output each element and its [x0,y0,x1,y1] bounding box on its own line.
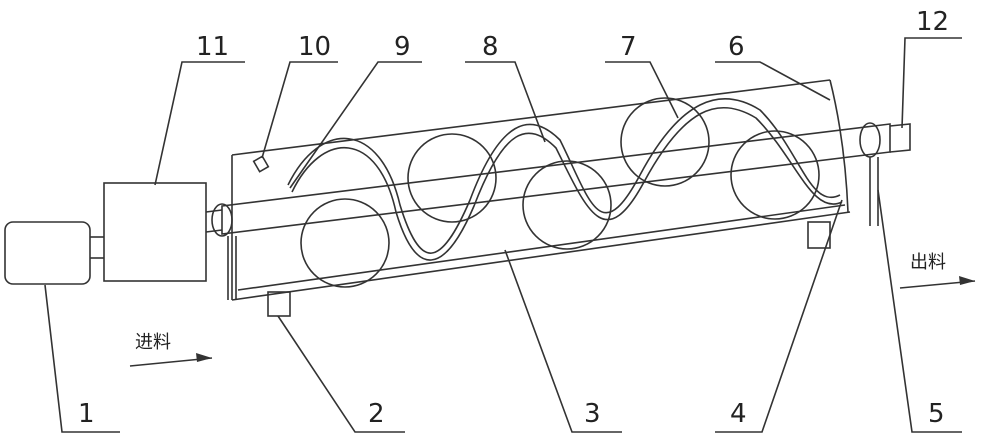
label-1: 1 [78,399,95,429]
label-9: 9 [394,32,411,62]
label-10: 10 [298,32,331,62]
label-12: 12 [916,7,949,37]
label-5: 5 [928,399,945,429]
label-3: 3 [584,399,601,429]
label-4: 4 [730,399,747,429]
trough [231,79,851,317]
sensor [252,155,270,173]
outlet-label: 出料 [910,252,946,273]
label-7: 7 [620,32,637,62]
screw-sections [300,97,820,288]
gearbox [103,182,207,282]
motor [4,221,91,285]
spiral-blade [287,98,841,254]
leader-lines [44,37,962,433]
shaft [211,122,911,237]
label-2: 2 [368,399,385,429]
label-6: 6 [728,32,745,62]
label-11: 11 [196,32,229,62]
inlet-label: 进料 [135,332,171,353]
label-8: 8 [482,32,499,62]
